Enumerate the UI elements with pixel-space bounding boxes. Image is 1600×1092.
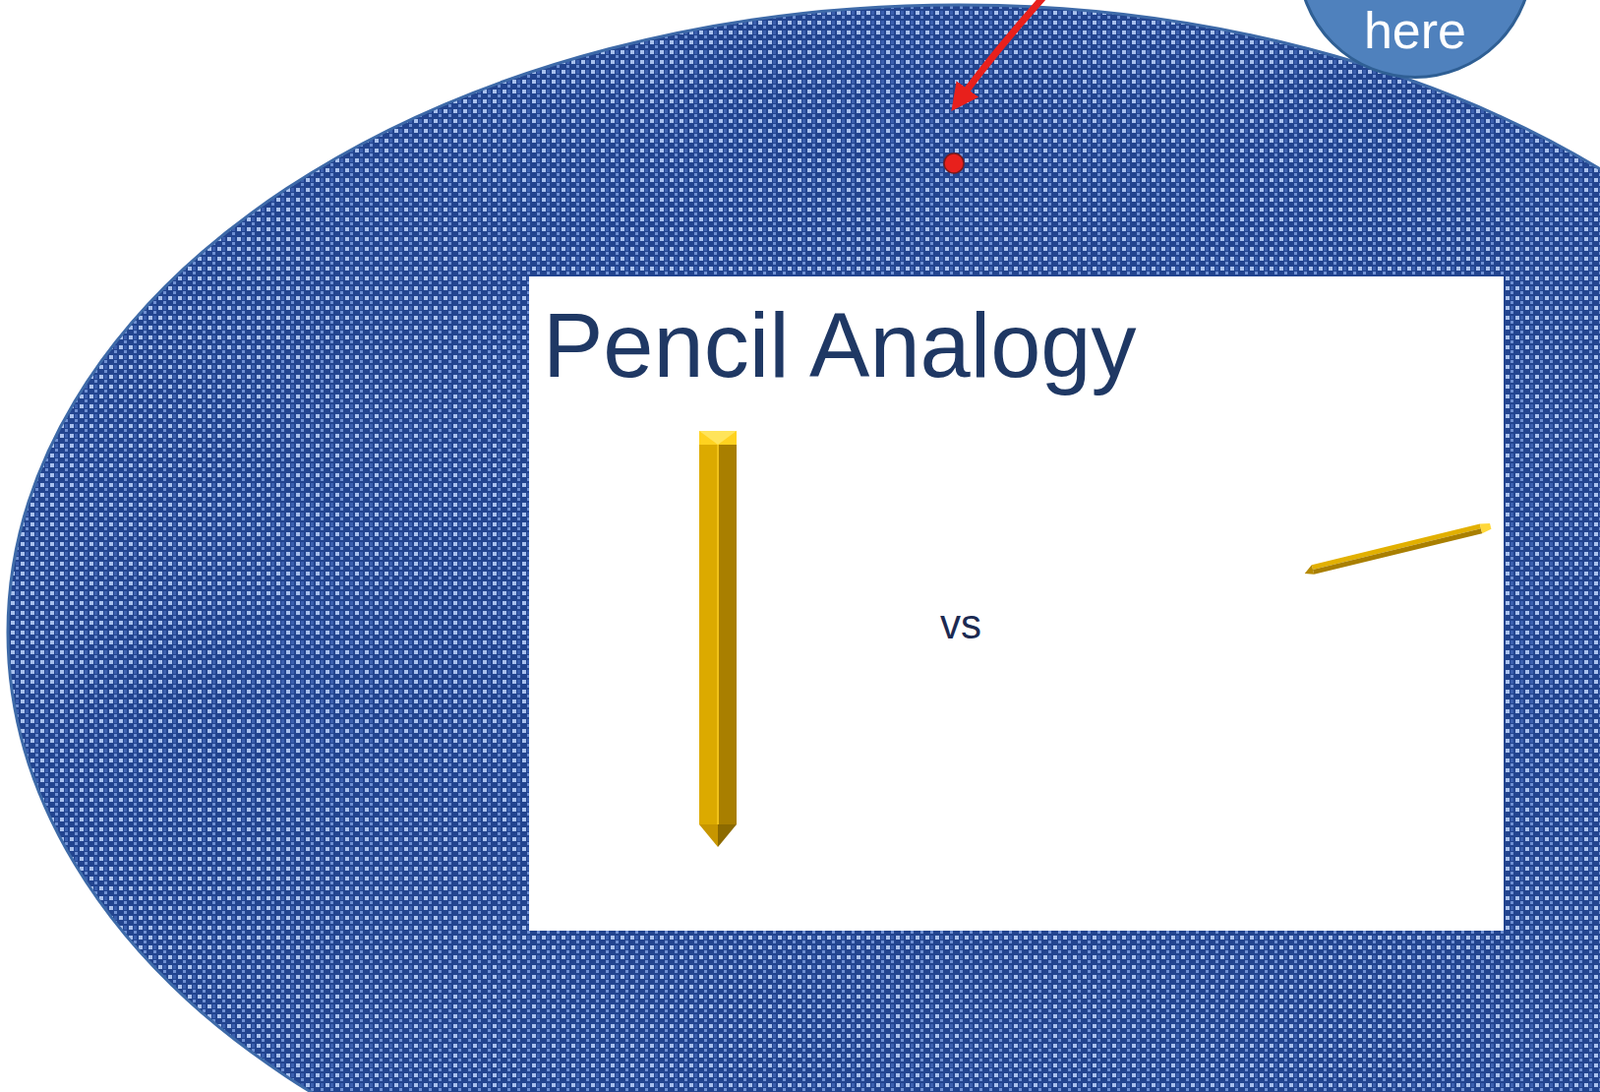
- checkered-ellipse: [7, 4, 1600, 1092]
- upright-pencil: [699, 430, 737, 847]
- slide-title: Pencil Analogy: [542, 294, 1137, 399]
- callout-circle: here: [1297, 0, 1534, 79]
- pointer-arrow: [957, 0, 1045, 103]
- comparison-label: vs: [940, 600, 982, 649]
- tilted-pencil: [1303, 521, 1492, 577]
- callout-text: here: [1297, 1, 1534, 61]
- slide-panel: Pencil Analogy vs: [529, 276, 1504, 931]
- target-dot: [944, 153, 964, 174]
